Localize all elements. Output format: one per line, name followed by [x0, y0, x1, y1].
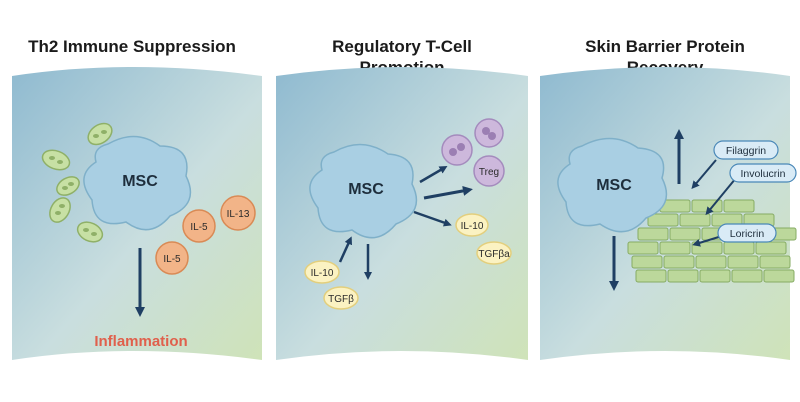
keratinocyte-brick	[679, 213, 711, 227]
arrow-to-treg	[419, 165, 448, 184]
svg-text:IL-5: IL-5	[190, 222, 208, 233]
protein-arrow	[691, 159, 717, 190]
inflammation-label: Inflammation	[94, 333, 187, 350]
panel-title-line: Skin Barrier Protein	[585, 37, 745, 56]
cytokine-il13: IL-13	[220, 195, 256, 231]
protein-arrow	[705, 177, 737, 216]
svg-text:IL-10: IL-10	[311, 268, 334, 279]
keratinocyte-brick	[669, 227, 701, 241]
keratinocyte-brick	[755, 241, 787, 255]
th2-cell	[76, 221, 104, 243]
msc-label: MSC	[596, 177, 632, 194]
msc-label: MSC	[122, 173, 158, 190]
cytokine-tgfb: TGFβa	[476, 241, 512, 265]
keratinocyte-brick	[723, 199, 755, 213]
panel-title-line: Regulatory T-Cell	[332, 37, 472, 56]
arrow-to-cytokines	[413, 210, 452, 227]
arrow-into-msc	[338, 236, 352, 263]
cytokine-il10: IL-10	[304, 260, 340, 284]
cytokine-tgfb: TGFβ	[323, 286, 359, 310]
keratinocyte-brick	[763, 269, 795, 283]
keratinocyte-brick	[627, 241, 659, 255]
th2-cell	[56, 176, 80, 196]
keratinocyte-brick	[663, 255, 695, 269]
treg-cell: Treg	[473, 155, 505, 187]
panel-treg: MSC Treg IL-10	[276, 67, 528, 360]
arrow-to-treg	[423, 185, 473, 200]
th2-cell	[87, 122, 113, 146]
msc-label: MSC	[348, 181, 384, 198]
svg-text:Involucrin: Involucrin	[741, 168, 786, 180]
keratinocyte-brick	[699, 269, 731, 283]
keratinocyte-brick	[695, 255, 727, 269]
protein-filaggrin: Filaggrin	[713, 140, 779, 160]
msc-cell	[83, 135, 192, 231]
panel-title-line: Th2 Immune Suppression	[28, 37, 236, 56]
treg-cell	[474, 118, 504, 148]
protein-loricrin: Loricrin	[717, 223, 777, 243]
svg-text:Filaggrin: Filaggrin	[726, 145, 766, 157]
panel-barrier: MSC Filaggrin Involucrin Loricrin	[540, 67, 797, 360]
keratinocyte-brick	[659, 241, 691, 255]
keratinocyte-brick	[631, 255, 663, 269]
keratinocyte-brick	[637, 227, 669, 241]
svg-text:IL-5: IL-5	[163, 254, 181, 265]
keratinocyte-brick	[723, 241, 755, 255]
svg-text:TGFβa: TGFβa	[478, 249, 510, 260]
keratinocyte-brick	[759, 255, 791, 269]
th2-cell	[49, 197, 71, 223]
keratinocyte-brick	[731, 269, 763, 283]
keratinocyte-brick	[635, 269, 667, 283]
svg-text:IL-10: IL-10	[461, 221, 484, 232]
th2-cell	[41, 149, 71, 171]
svg-text:TGFβ: TGFβ	[328, 294, 354, 305]
treg-cell	[441, 134, 473, 166]
treg-label: Treg	[479, 167, 499, 178]
msc-cell	[557, 137, 668, 233]
keratinocyte-brick	[647, 213, 679, 227]
cytokine-il10: IL-10	[455, 213, 489, 237]
protein-arrow	[692, 235, 723, 247]
panel-title-th2: Th2 Immune Suppression	[12, 36, 252, 57]
cytokine-il5: IL-5	[155, 241, 189, 275]
panel-th2: MSC IL-5 IL-13 IL-5 Inflammation	[12, 67, 262, 360]
keratinocyte-brick	[667, 269, 699, 283]
cytokine-il5: IL-5	[182, 209, 216, 243]
protein-involucrin: Involucrin	[729, 163, 797, 183]
svg-text:Loricrin: Loricrin	[730, 228, 765, 240]
msc-cell	[309, 143, 418, 239]
svg-text:IL-13: IL-13	[227, 209, 250, 220]
keratinocyte-brick	[727, 255, 759, 269]
